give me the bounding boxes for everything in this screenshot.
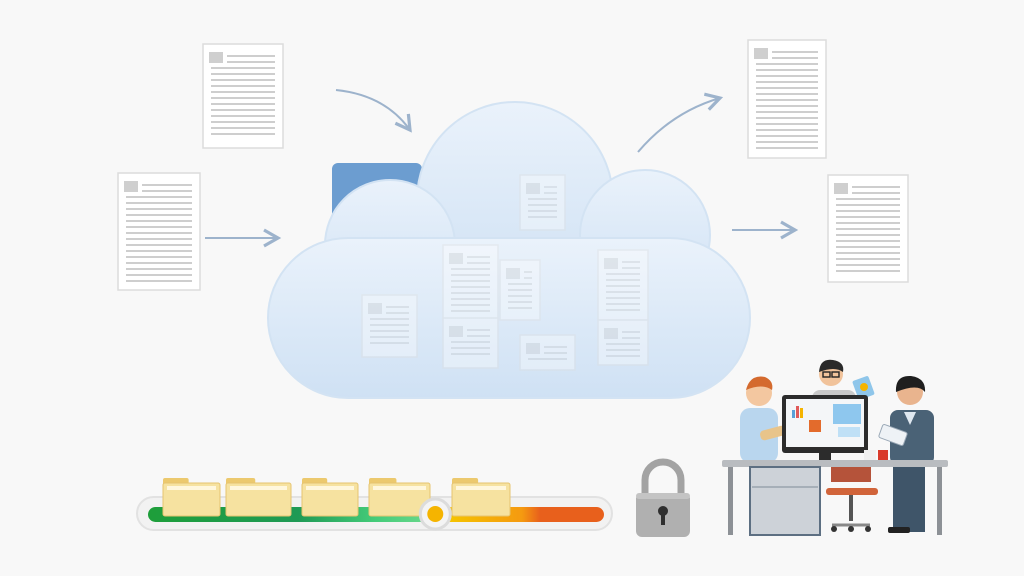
document-icon — [827, 174, 909, 283]
arrow-icon — [335, 89, 412, 133]
document-icon — [361, 294, 418, 358]
person-right — [878, 375, 934, 533]
computer-monitor — [782, 395, 868, 460]
document-icon — [117, 172, 201, 291]
progress-knob[interactable] — [418, 497, 452, 531]
team-at-desk-illustration — [722, 359, 948, 536]
document-icon — [519, 334, 576, 371]
arrow-icon — [637, 92, 724, 153]
desk-drawer — [749, 466, 821, 536]
document-icon — [499, 259, 541, 321]
lock-icon — [636, 458, 690, 537]
document-icon — [202, 43, 284, 149]
folder-icon — [225, 478, 292, 517]
office-chair — [826, 467, 878, 532]
document-icon — [519, 174, 566, 231]
document-icon — [442, 244, 499, 321]
folder-icon — [451, 478, 511, 517]
folder-icon — [301, 478, 359, 517]
person-left — [740, 376, 786, 463]
document-icon — [442, 317, 499, 369]
document-icon — [597, 249, 649, 321]
document-icon — [747, 39, 827, 159]
document-icon — [597, 319, 649, 366]
desk-top — [722, 460, 948, 467]
folder-icon — [162, 478, 221, 517]
cloud-icon — [267, 101, 751, 399]
